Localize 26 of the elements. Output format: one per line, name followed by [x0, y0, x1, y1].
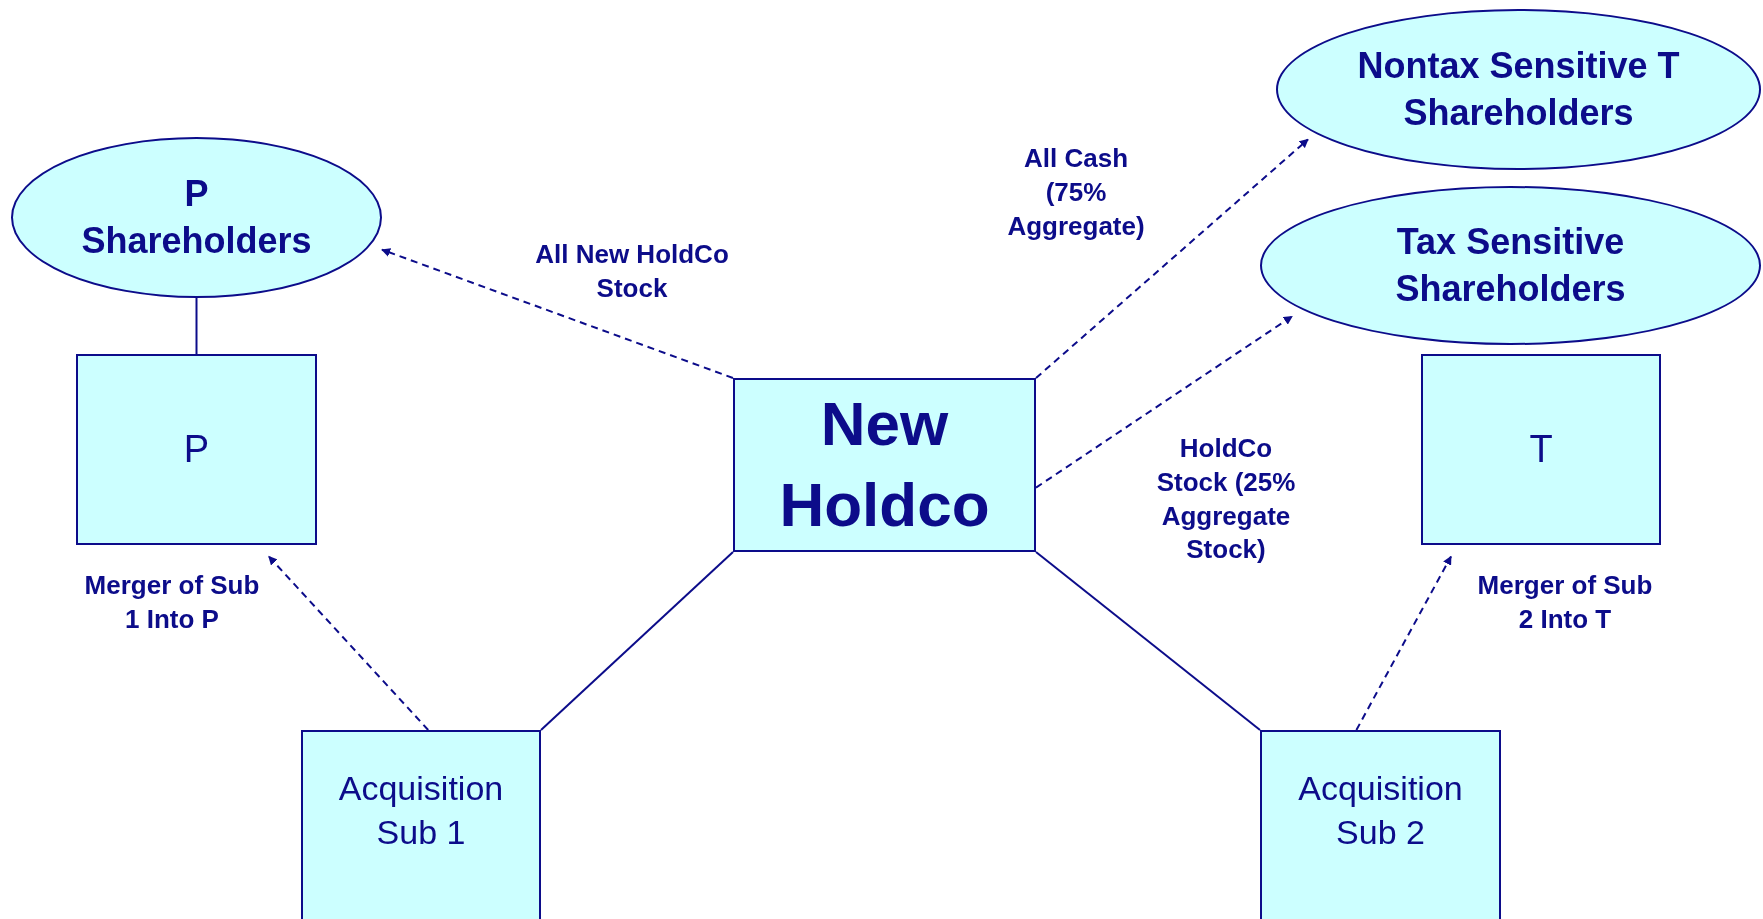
- node-label: P Shareholders: [80, 171, 313, 263]
- arrow: [381, 248, 734, 379]
- arrow: [1035, 138, 1309, 379]
- connector-line: [195, 297, 198, 355]
- company-box: [301, 730, 541, 919]
- node-label: New Holdco: [778, 388, 991, 541]
- arrow: [1035, 315, 1294, 489]
- company-box: [1260, 730, 1501, 919]
- connector-line: [540, 551, 734, 731]
- connector-line: [1035, 551, 1261, 731]
- node-label: P: [182, 426, 211, 472]
- node-label: Nontax Sensitive T Shareholders: [1356, 43, 1681, 135]
- arrow: [1355, 555, 1452, 731]
- company-box: [76, 354, 317, 545]
- edge-label: Merger of Sub 1 Into P: [83, 569, 261, 636]
- node-label: Tax Sensitive Shareholders: [1394, 219, 1627, 311]
- edge-label: All Cash (75% Aggregate): [1006, 142, 1146, 243]
- edge-label: Merger of Sub 2 Into T: [1476, 569, 1654, 636]
- node-label: T: [1528, 426, 1554, 472]
- arrow: [267, 555, 430, 731]
- node-label: Acquisition Sub 2: [1297, 767, 1464, 853]
- company-box: [1421, 354, 1661, 545]
- edge-label: All New HoldCo Stock: [534, 238, 730, 305]
- edge-label: HoldCo Stock (25% Aggregate Stock): [1155, 432, 1297, 567]
- node-label: Acquisition Sub 1: [337, 767, 505, 853]
- company-box: [733, 378, 1036, 552]
